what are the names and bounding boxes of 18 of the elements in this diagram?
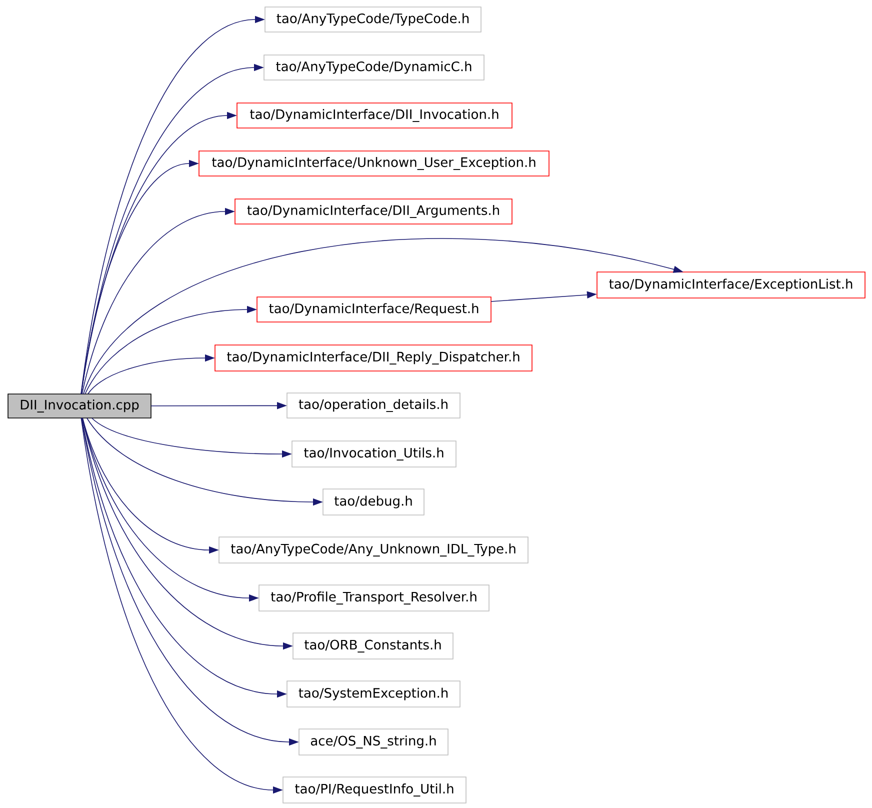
file-box: tao/Invocation_Utils.h [292, 440, 456, 468]
file-box: tao/AnyTypeCode/DynamicC.h [264, 54, 484, 80]
file-box: tao/SystemException.h [286, 680, 460, 708]
file-box: tao/Profile_Transport_Resolver.h [258, 584, 490, 612]
file-box: tao/debug.h [322, 488, 424, 516]
file-box: tao/DynamicInterface/Unknown_User_Exception.h [198, 150, 550, 176]
file-box: tao/DynamicInterface/DII_Invocation.h [236, 102, 512, 128]
file-box: tao/operation_details.h [286, 392, 460, 418]
file-box: tao/DynamicInterface/ExceptionList.h [596, 272, 866, 298]
file-box: ace/OS_NS_string.h [298, 728, 448, 756]
highlighted-file-box: DII_Invocation.cpp [8, 394, 152, 418]
file-box: tao/DynamicInterface/Request.h [256, 296, 492, 322]
file-box: tao/AnyTypeCode/TypeCode.h [264, 6, 482, 32]
file-box: tao/DynamicInterface/DII_Reply_Dispatcher.h [214, 344, 532, 372]
file-box: tao/AnyTypeCode/Any_Unknown_IDL_Type.h [218, 536, 528, 564]
file-box: tao/ORB_Constants.h [292, 632, 454, 660]
file-box: tao/PI/RequestInfo_Util.h [282, 776, 466, 804]
file-box: tao/DynamicInterface/DII_Arguments.h [234, 198, 512, 224]
